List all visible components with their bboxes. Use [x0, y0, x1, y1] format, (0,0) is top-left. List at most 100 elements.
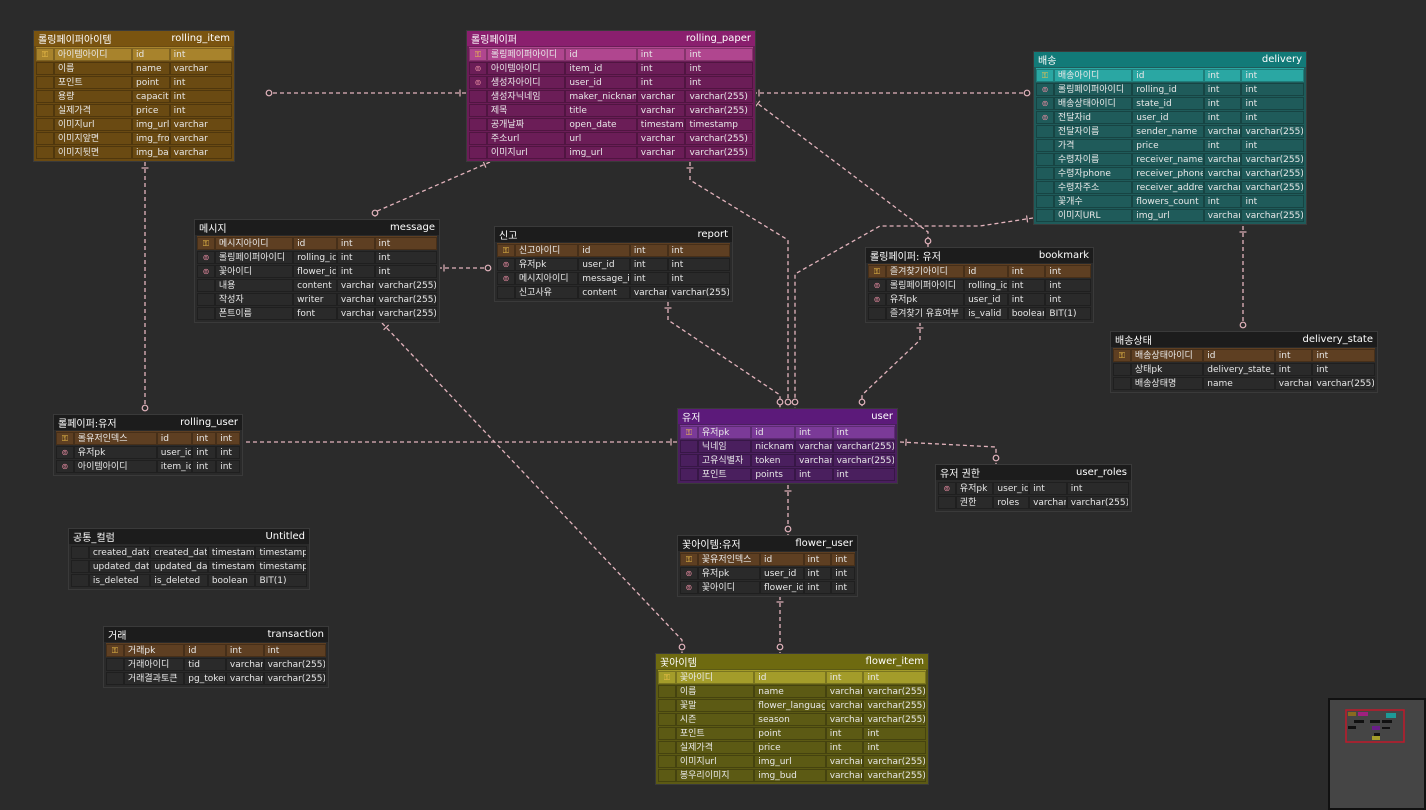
relation-rolling-paper-to-bookmark[interactable] [752, 99, 929, 247]
relation-message-to-flower-item[interactable] [381, 322, 683, 653]
relation-rolling-paper-to-user[interactable] [689, 162, 789, 408]
relation-report-to-user[interactable] [667, 302, 781, 408]
table-row[interactable]: 용량capacityint [36, 89, 232, 103]
relation-delivery-to-user[interactable] [794, 217, 1034, 408]
table-row[interactable]: updated_dateupdated_datetimestamptimesta… [71, 559, 307, 573]
minimap-viewport[interactable] [1345, 709, 1405, 743]
relation-user-to-user-roles[interactable] [899, 441, 997, 464]
relation-bookmark-to-user[interactable] [861, 322, 921, 408]
table-row[interactable]: created_datecreated_datetimestamptimesta… [71, 545, 307, 559]
relation-rolling-paper-to-message[interactable] [374, 161, 491, 219]
minimap[interactable] [1328, 698, 1426, 810]
